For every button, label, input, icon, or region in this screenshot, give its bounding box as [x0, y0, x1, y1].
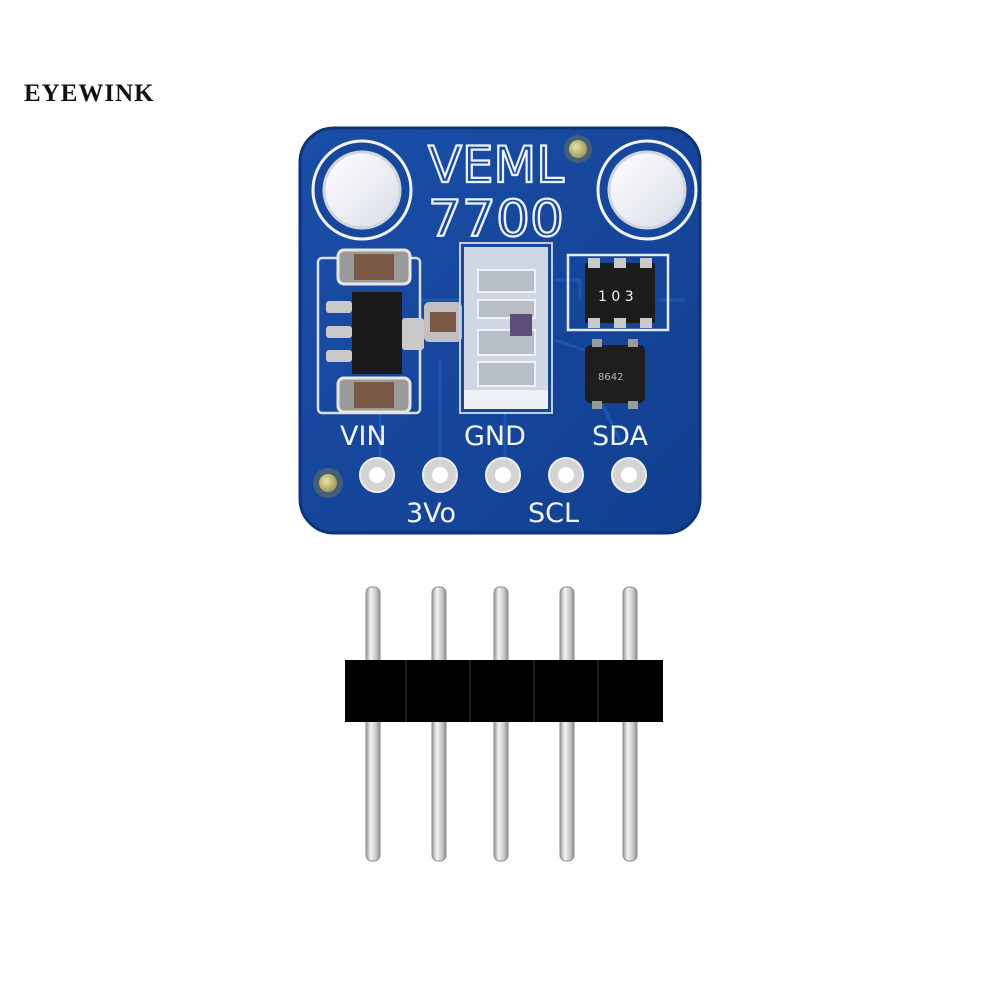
header-pin-3 — [493, 586, 509, 862]
board-title-line1: VEML — [428, 136, 564, 194]
pin-label-gnd: GND — [464, 421, 526, 452]
level-shifter-chip: 1 0 3 — [566, 253, 670, 332]
header-pin-4 — [559, 586, 575, 862]
pin-label-3vo: 3Vo — [406, 498, 456, 529]
pcb-board: VEML 7700 — [298, 126, 702, 535]
fiducial-top-right — [564, 135, 592, 163]
mounting-hole-left — [311, 139, 413, 241]
board-title-line2: 7700 — [428, 190, 564, 248]
header-pin-5 — [622, 586, 638, 862]
light-sensor-veml7700 — [459, 242, 553, 414]
pin-header — [345, 586, 663, 862]
header-plastic-body — [345, 660, 663, 722]
header-pin-1 — [365, 586, 381, 862]
fiducial-bottom-left — [313, 468, 343, 498]
sensor-marking: 8642 — [598, 372, 623, 383]
header-segment-lines — [405, 660, 599, 722]
header-pin-2 — [431, 586, 447, 862]
eyewink-watermark: EYEWINK — [24, 80, 155, 107]
resistor — [424, 302, 462, 342]
pin-label-sda: SDA — [592, 421, 648, 452]
voltage-regulator — [316, 248, 424, 415]
chip-marking: 1 0 3 — [598, 289, 634, 305]
pin-pad-1 — [359, 457, 395, 493]
pin-pad-4 — [548, 457, 584, 493]
pin-pad-5 — [611, 457, 647, 493]
mounting-hole-right — [596, 139, 698, 241]
small-transistor-chip: 8642 — [585, 339, 645, 409]
pin-pad-2 — [422, 457, 458, 493]
pin-label-vin: VIN — [340, 421, 387, 452]
pin-pad-3 — [485, 457, 521, 493]
pin-label-scl: SCL — [528, 498, 579, 529]
